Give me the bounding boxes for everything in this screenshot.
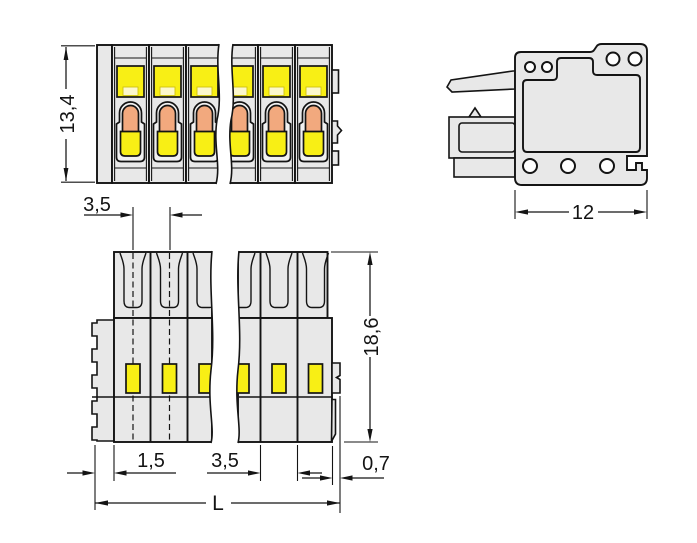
- side-clip-tab: [331, 362, 341, 394]
- dimension-side-width: 12: [514, 190, 648, 224]
- front-view: [96, 43, 343, 185]
- plug-section: [448, 106, 516, 178]
- dimension-overall-length: L: [95, 492, 340, 515]
- mounting-holes: [522, 51, 643, 174]
- side-view: [446, 43, 648, 186]
- serrated-strip: [91, 319, 115, 442]
- dimension-left-margin: 1,5: [67, 445, 176, 510]
- break-edge: [236, 250, 241, 444]
- dimension-right-margin: 0,7: [302, 396, 390, 513]
- left-margin-label: 1,5: [137, 450, 165, 472]
- pitch-bottom-label: 3,5: [211, 450, 239, 472]
- front-view-left-group: [96, 44, 220, 184]
- break-edge: [215, 43, 221, 185]
- pole: [111, 44, 150, 184]
- end-plate: [96, 44, 113, 184]
- contact-slot: [236, 363, 250, 394]
- contact-slot: [125, 363, 141, 394]
- pitch-top-label: 3,5: [83, 194, 111, 216]
- side-inner-panel: [522, 57, 641, 153]
- dimension-front-height: 13,4: [57, 45, 95, 183]
- break-edge: [229, 43, 235, 185]
- break-edge: [209, 250, 214, 444]
- contact-slot: [271, 363, 287, 394]
- contact-slot: [307, 363, 324, 394]
- pole: [294, 44, 333, 184]
- dimension-pitch-bottom: 3,5: [207, 445, 322, 481]
- pole: [257, 44, 296, 184]
- front-height-label: 13,4: [57, 95, 79, 134]
- dimension-body-depth: 18,6: [331, 251, 383, 443]
- pole: [229, 44, 259, 184]
- front-view-right-group: [229, 44, 343, 184]
- side-width-label: 12: [572, 202, 594, 224]
- bottom-view-left-group: [91, 251, 213, 443]
- bottom-view: [91, 250, 341, 444]
- locking-lever: [446, 70, 516, 93]
- right-margin-label: 0,7: [362, 453, 390, 475]
- bottom-view-right-group: [236, 251, 341, 443]
- pole: [148, 44, 187, 184]
- body-depth-label: 18,6: [361, 318, 383, 357]
- side-latch-tabs: [331, 69, 343, 166]
- overall-length-label: L: [212, 492, 224, 515]
- side-foot: [330, 398, 337, 442]
- contact-slot: [161, 363, 178, 394]
- dimension-pitch-top: 3,5: [83, 194, 202, 250]
